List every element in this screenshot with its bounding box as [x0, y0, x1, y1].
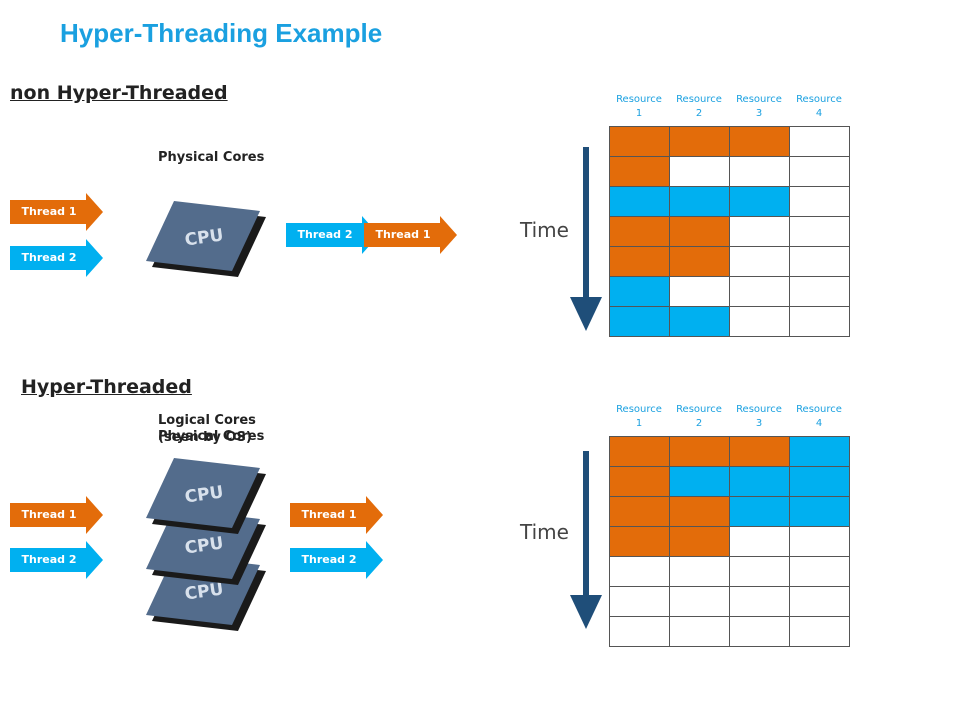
resource-header: Resource 1	[616, 94, 662, 119]
grid-cell	[610, 307, 670, 337]
grid-cell	[790, 307, 850, 337]
resource-header: Resource 3	[736, 404, 782, 429]
ht-output-thread-1-arrow: Thread 1	[290, 496, 383, 534]
ht-output-thread-2-arrow: Thread 2	[290, 541, 383, 579]
grid-cell	[730, 217, 790, 247]
grid-cell	[610, 557, 670, 587]
non-ht-resource-grid	[609, 126, 850, 337]
grid-cell	[670, 557, 730, 587]
cpu-chip-body	[146, 458, 260, 528]
grid-cell	[730, 157, 790, 187]
grid-cell	[610, 277, 670, 307]
ht-resource-grid	[609, 436, 850, 647]
grid-cell	[730, 467, 790, 497]
grid-cell	[610, 247, 670, 277]
ht-input-thread-1-arrow: Thread 1	[10, 496, 103, 534]
grid-cell	[610, 527, 670, 557]
thread-label: Thread 1	[21, 205, 77, 218]
grid-cell	[610, 187, 670, 217]
resource-header: Resource 3	[736, 94, 782, 119]
cpu-chip-icon: CPU	[142, 195, 272, 285]
thread-label: Thread 1	[21, 508, 77, 521]
grid-cell	[670, 127, 730, 157]
cpu-chip-body	[146, 201, 260, 271]
grid-cell	[730, 437, 790, 467]
grid-cell	[730, 307, 790, 337]
ht-heading: Hyper-Threaded	[21, 376, 192, 398]
grid-cell	[730, 277, 790, 307]
thread-label: Thread 1	[301, 508, 357, 521]
grid-cell	[790, 187, 850, 217]
grid-cell	[670, 467, 730, 497]
thread-label: Thread 2	[21, 251, 77, 264]
grid-cell	[790, 217, 850, 247]
thread-label: Thread 2	[21, 553, 77, 566]
grid-cell	[610, 127, 670, 157]
grid-cell	[730, 127, 790, 157]
grid-cell	[790, 437, 850, 467]
resource-header: Resource 2	[676, 94, 722, 119]
resource-header: Resource 4	[796, 404, 842, 429]
thread-label: Thread 2	[301, 553, 357, 566]
grid-cell	[610, 497, 670, 527]
non-ht-time-label: Time	[520, 218, 569, 242]
thread-label: Thread 2	[297, 228, 353, 241]
non-ht-output-thread-1-arrow: Thread 1	[364, 216, 457, 254]
resource-header: Resource 2	[676, 404, 722, 429]
grid-cell	[670, 187, 730, 217]
grid-cell	[670, 497, 730, 527]
grid-cell	[610, 587, 670, 617]
cpu-chip-icon: CPU	[142, 452, 272, 542]
grid-cell	[790, 127, 850, 157]
grid-cell	[670, 277, 730, 307]
thread-label: Thread 1	[375, 228, 431, 241]
resource-header: Resource 4	[796, 94, 842, 119]
grid-cell	[670, 307, 730, 337]
grid-cell	[670, 437, 730, 467]
ht-time-label: Time	[520, 520, 569, 544]
grid-cell	[790, 557, 850, 587]
grid-cell	[610, 217, 670, 247]
non-ht-heading: non Hyper-Threaded	[10, 82, 228, 104]
non-ht-cores-label: Physical Cores	[158, 150, 265, 165]
ht-physical-cores-label: Physical Cores	[158, 429, 265, 444]
grid-cell	[670, 247, 730, 277]
grid-cell	[610, 437, 670, 467]
grid-cell	[730, 617, 790, 647]
grid-cell	[730, 587, 790, 617]
non-ht-output-thread-2-arrow: Thread 2	[286, 216, 379, 254]
grid-cell	[790, 527, 850, 557]
grid-cell	[790, 467, 850, 497]
resource-header: Resource 1	[616, 404, 662, 429]
grid-cell	[730, 187, 790, 217]
grid-cell	[790, 497, 850, 527]
grid-cell	[790, 247, 850, 277]
grid-cell	[610, 157, 670, 187]
grid-cell	[790, 277, 850, 307]
ht-resource-headers: Resource 1 Resource 2 Resource 3 Resourc…	[609, 403, 849, 431]
grid-cell	[670, 617, 730, 647]
non-ht-resource-headers: Resource 1 Resource 2 Resource 3 Resourc…	[609, 93, 849, 121]
ht-input-thread-2-arrow: Thread 2	[10, 541, 103, 579]
grid-cell	[670, 157, 730, 187]
grid-cell	[730, 497, 790, 527]
grid-cell	[610, 617, 670, 647]
grid-cell	[790, 587, 850, 617]
grid-cell	[790, 617, 850, 647]
grid-cell	[670, 527, 730, 557]
grid-cell	[670, 587, 730, 617]
time-arrow-icon	[566, 147, 606, 338]
time-arrow-icon	[566, 451, 606, 642]
grid-cell	[730, 247, 790, 277]
non-ht-input-thread-1-arrow: Thread 1	[10, 193, 103, 231]
grid-cell	[670, 217, 730, 247]
grid-cell	[730, 557, 790, 587]
ht-logical-cores-label: Logical Cores (seen by OS)	[158, 413, 256, 445]
non-ht-input-thread-2-arrow: Thread 2	[10, 239, 103, 277]
page-title: Hyper-Threading Example	[60, 18, 383, 48]
grid-cell	[790, 157, 850, 187]
grid-cell	[730, 527, 790, 557]
grid-cell	[610, 467, 670, 497]
